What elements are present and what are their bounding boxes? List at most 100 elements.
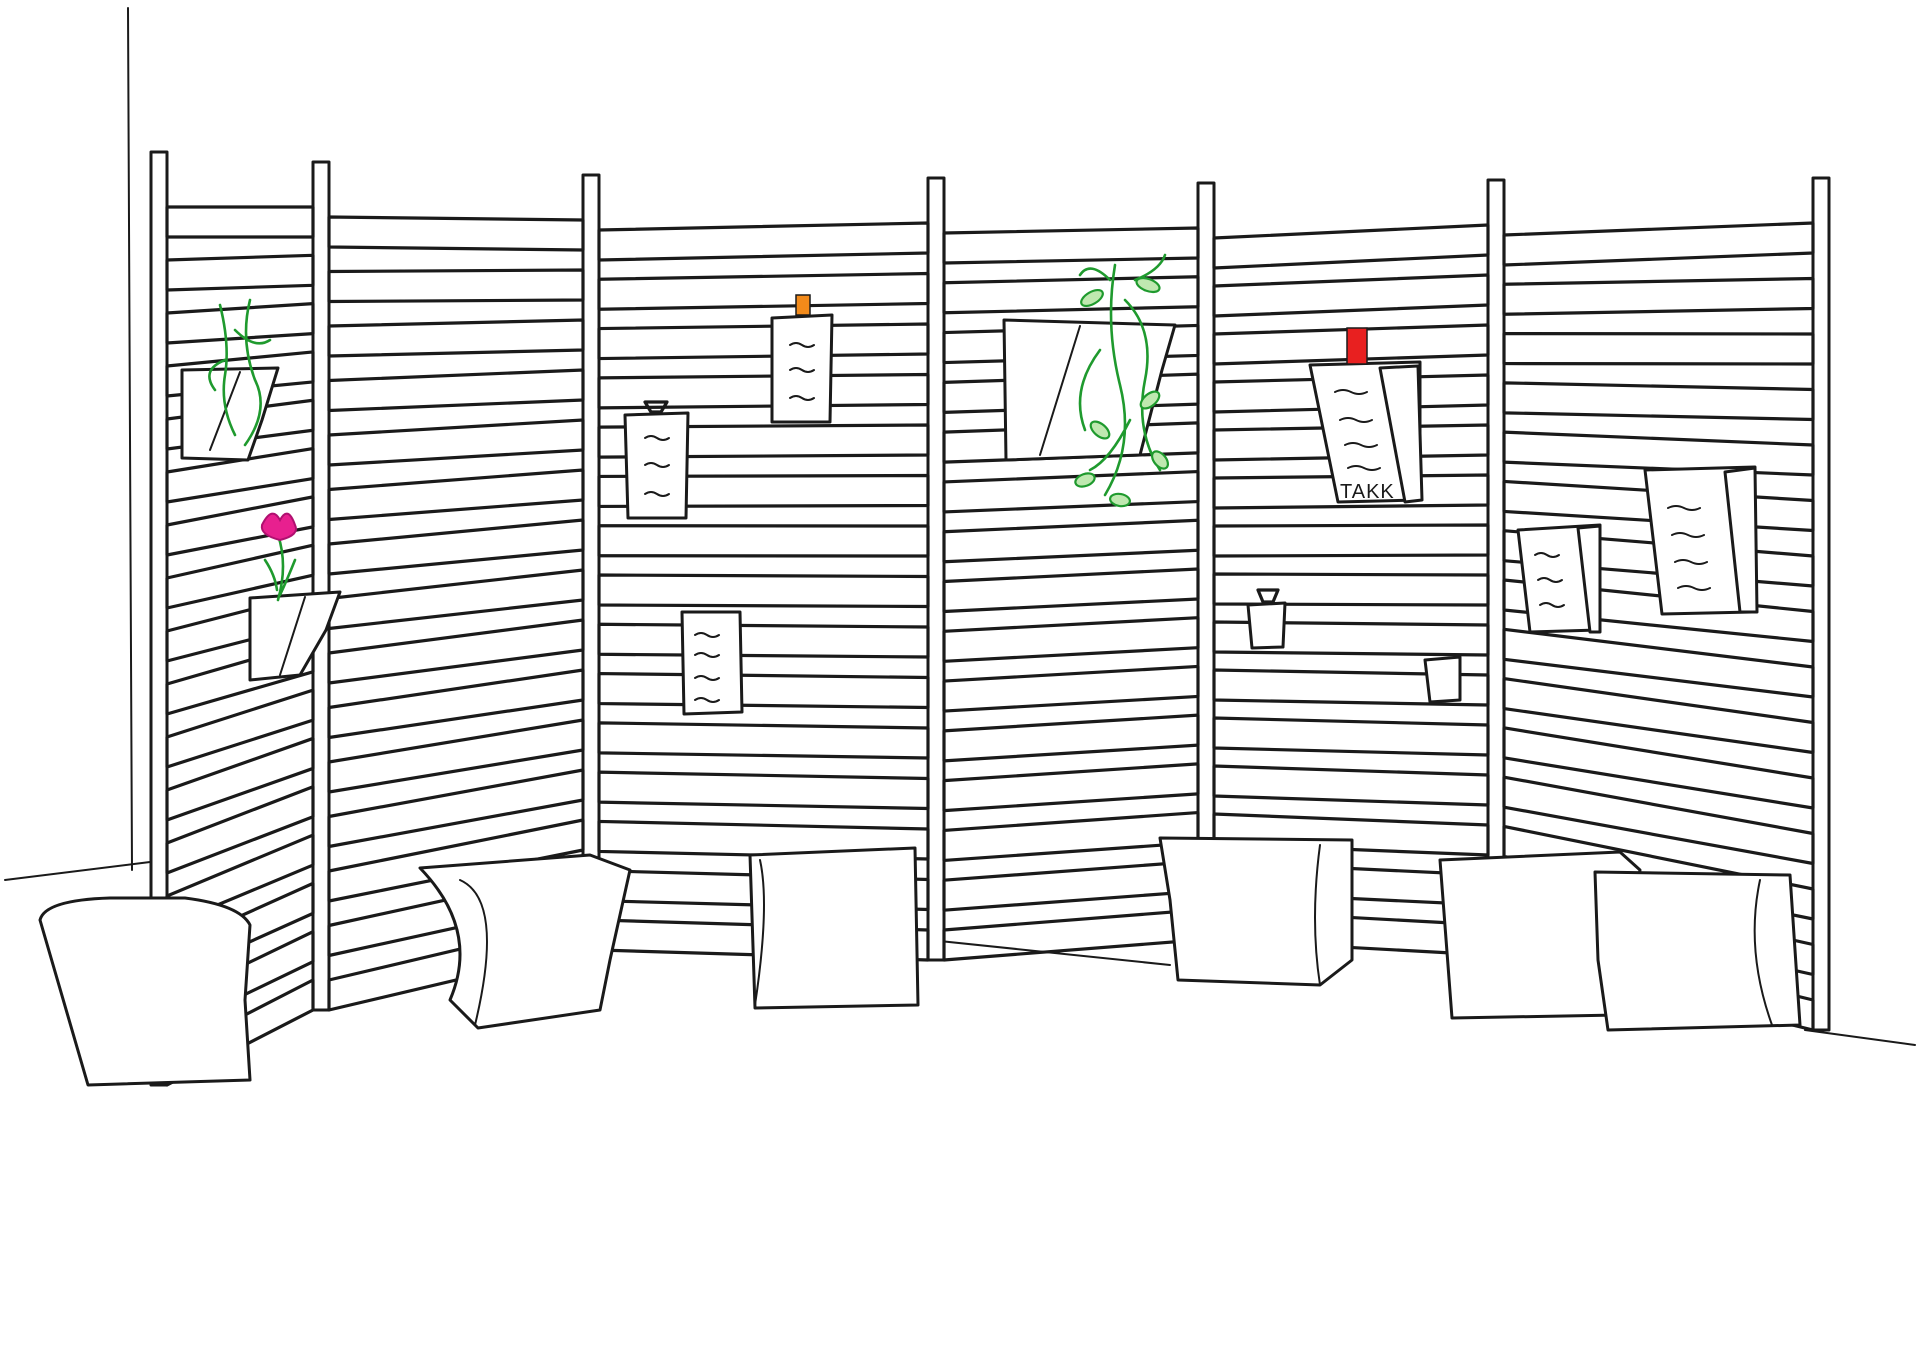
- wall-slat: [1502, 276, 1815, 316]
- wall-slat: [1502, 331, 1815, 366]
- wall-slat: [1212, 812, 1490, 857]
- wall-slat: [1212, 323, 1490, 366]
- wall-slat: [327, 668, 585, 740]
- wall-slat: [327, 518, 585, 576]
- wall-slat: [327, 768, 585, 849]
- card-tall-orange: [770, 313, 834, 424]
- wall-slat: [327, 268, 585, 304]
- wall-slat: [1502, 726, 1815, 810]
- wall-slat: [327, 418, 585, 467]
- stool-6: [1593, 870, 1802, 1032]
- wall-slat: [1212, 668, 1490, 707]
- wall-slat: [942, 616, 1200, 663]
- candle-orange: [795, 294, 811, 316]
- wall-slat: [597, 524, 930, 558]
- wall-slat: [942, 810, 1200, 863]
- takk-label: TAKK: [1340, 481, 1395, 503]
- wall-slat: [1502, 627, 1815, 699]
- candle-red: [1346, 327, 1368, 365]
- wall-post: [1811, 176, 1831, 1032]
- wall-slat: [165, 446, 315, 504]
- wall-slat: [327, 468, 585, 522]
- wall-slat: [597, 322, 930, 361]
- wall-slat: [165, 253, 315, 292]
- seating-blocks: [38, 836, 1802, 1087]
- vine-left: [208, 298, 272, 447]
- wall-slat: [942, 762, 1200, 813]
- wall-slat: [942, 567, 1200, 614]
- takk-pocket: TAKK: [1308, 360, 1424, 504]
- folded-pocket-large: [1643, 465, 1759, 616]
- wall-slat: [597, 671, 930, 710]
- flower-stem: [263, 533, 297, 602]
- wall-post: [311, 160, 331, 1012]
- wall-slat: [165, 543, 315, 610]
- card-lower-middle: [680, 610, 744, 716]
- flower-pocket-left: [248, 590, 342, 682]
- wall-slat: [1212, 572, 1490, 607]
- small-pocket-a: [1246, 588, 1287, 650]
- wall-post: [581, 173, 601, 952]
- wall-slat: [165, 688, 315, 769]
- plant-pocket-left-top: [180, 366, 280, 462]
- wall-slat: [1212, 764, 1490, 807]
- wall-slat: [597, 423, 930, 459]
- wall-slat: [1212, 620, 1490, 657]
- wall-slat: [165, 736, 315, 822]
- stool-1: [38, 896, 252, 1087]
- wall-slat: [942, 518, 1200, 564]
- stool-3: [748, 846, 920, 1010]
- wall-slat: [942, 275, 1200, 315]
- wall-slat: [597, 819, 930, 861]
- wall-slat: [165, 495, 315, 557]
- wall-slat: [942, 713, 1200, 763]
- wall-slat: [597, 573, 930, 609]
- wall-slat: [942, 226, 1200, 265]
- wall-slat: [597, 271, 930, 311]
- wall-slat: [327, 215, 585, 252]
- wall-post: [149, 150, 169, 1087]
- wall-slat: [1502, 824, 1815, 921]
- wall-slat: [1212, 273, 1490, 318]
- wall-slat: [1502, 221, 1815, 267]
- wall-slat: [165, 205, 315, 239]
- wall-slat: [1212, 716, 1490, 757]
- greenery: [208, 253, 1170, 602]
- wall-slat: [1212, 223, 1490, 270]
- display-pockets: TAKK: [180, 313, 1759, 716]
- wall-slat: [327, 568, 585, 631]
- slatted-wall-panels: [149, 150, 1831, 1087]
- stool-2: [418, 853, 632, 1030]
- wall-slat: [942, 908, 1200, 962]
- wall-slat: [597, 622, 930, 659]
- wall-slat: [1212, 523, 1490, 558]
- flower-bloom: [260, 512, 297, 542]
- plant-pocket-center: [1002, 318, 1177, 462]
- folded-pocket-medium: [1516, 523, 1602, 634]
- wall-slat: [942, 664, 1200, 713]
- wall-slat: [327, 318, 585, 358]
- small-pocket-b: [1423, 655, 1462, 704]
- wall-slat: [1502, 775, 1815, 866]
- wall-post: [1196, 181, 1216, 942]
- wall-slat: [597, 770, 930, 811]
- wall-slat: [942, 859, 1200, 912]
- wall-slat: [165, 785, 315, 875]
- wall-slat: [597, 221, 930, 262]
- stool-4: [1158, 836, 1354, 987]
- wall-slat: [1502, 430, 1815, 477]
- wall-slat: [165, 302, 315, 345]
- vine-center: [1078, 253, 1167, 497]
- wall-slat: [327, 818, 585, 903]
- wall-post: [926, 176, 946, 962]
- card-small-left: [623, 400, 690, 520]
- candles: [795, 294, 1368, 365]
- wall-slat: [597, 473, 930, 509]
- wall-slat: [1502, 381, 1815, 422]
- wall-slat: [1502, 676, 1815, 755]
- wall-slat: [327, 368, 585, 413]
- wall-slat: [165, 350, 315, 398]
- wall-post: [1486, 178, 1506, 957]
- wall-slat: [327, 718, 585, 794]
